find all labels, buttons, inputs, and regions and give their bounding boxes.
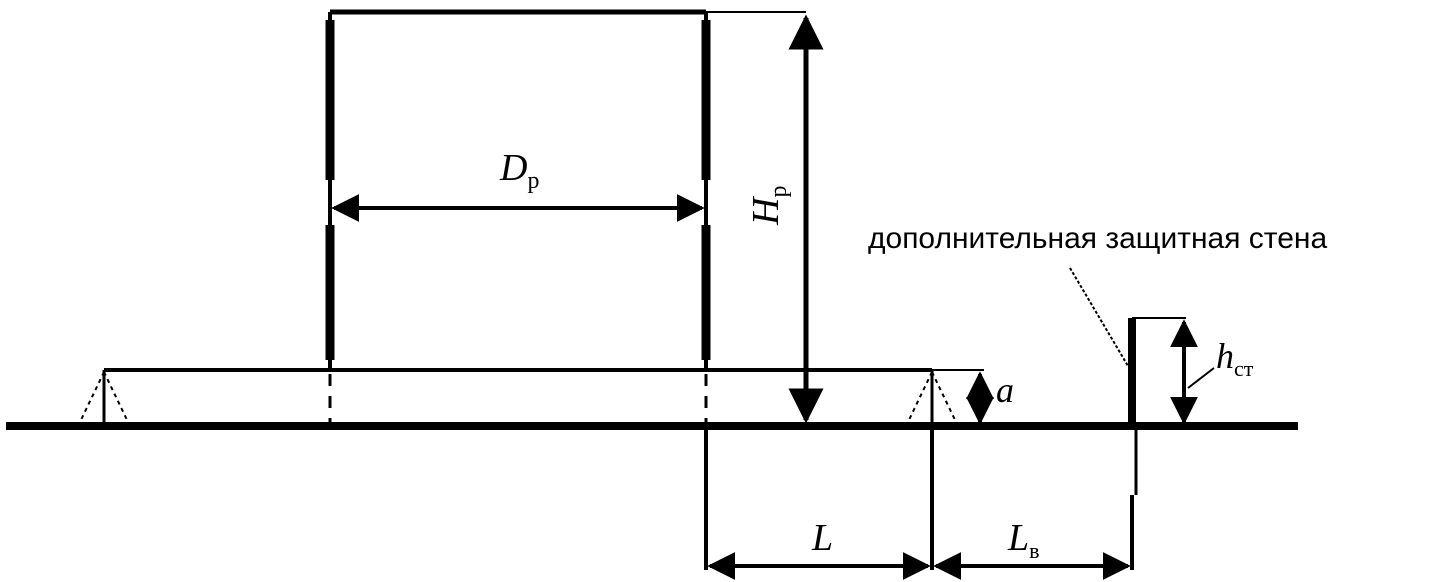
hst-leader-line bbox=[1187, 367, 1215, 389]
a-label: a bbox=[996, 370, 1014, 410]
lv-label: Lв bbox=[1007, 517, 1040, 563]
hp-label: Hр bbox=[745, 186, 792, 226]
hst-label: hст bbox=[1216, 336, 1254, 381]
l-label: L bbox=[811, 517, 833, 559]
dp-label: Dр bbox=[499, 147, 539, 194]
tank bbox=[325, 9, 711, 370]
foundation bbox=[79, 368, 957, 426]
caption-leader-line bbox=[1069, 267, 1129, 367]
wall-caption: дополнительная защитная стена bbox=[868, 222, 1327, 255]
